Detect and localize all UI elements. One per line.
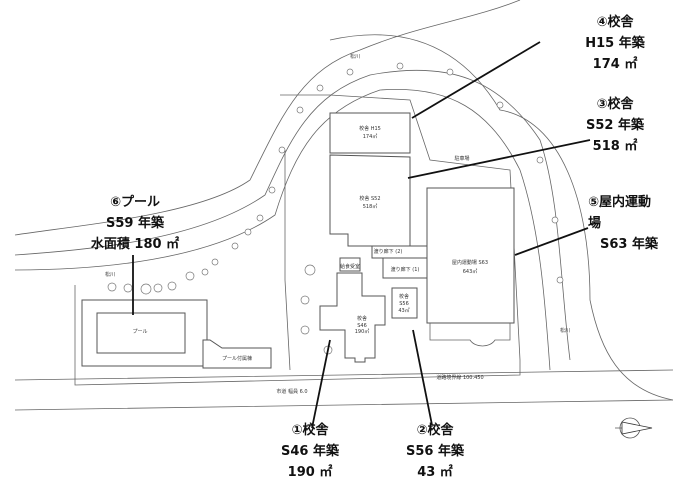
label-pool-annex: プール付属棟 [222,355,252,362]
building-h15 [329,112,411,154]
label-s46-area: 190㎡ [355,328,370,335]
callout-s46: ①校舎 S46 年築 190 ㎡ [281,423,339,480]
callout-s56: ②校舎 S56 年築 43 ㎡ [406,423,464,480]
label-s52-title: 校舎 S52 [359,195,380,202]
label-gym-title: 屋内運動場 S63 [452,259,488,266]
building-gym [426,187,515,324]
building-s52 [329,154,411,247]
north-arrow-icon [615,417,653,439]
label-pool: プール [132,329,147,335]
label-s46-title: 校舎 [357,315,367,322]
label-road: 市道 幅員 6.0 [276,388,307,395]
callout-gym: ⑤屋内運動 場 S63 年築 [588,195,658,252]
label-corridor2: 渡り廊下 (2) [374,248,403,255]
label-river-top: 松川 [350,53,360,60]
label-h15-title: 校舎 H15 [359,125,381,132]
label-s56-title: 校舎 [399,293,409,300]
corridor-1 [382,257,428,279]
building-s46 [319,272,386,363]
label-s52-area: 518㎡ [363,203,378,210]
label-boundary: 道路境界線 100.450 [436,374,483,381]
label-s56-area: 43㎡ [398,307,409,314]
label-river-left: 松川 [105,271,115,278]
road-edge [14,369,673,411]
river-banks [14,0,673,401]
pool [96,312,186,354]
label-river-right: 松川 [560,327,570,334]
label-s56-year: S56 [399,301,409,307]
trees [107,62,564,355]
label-corridor1: 渡り廊下 (1) [391,266,420,273]
callout-h15: ④校舎 H15 年築 174 ㎡ [585,15,645,72]
kitchen-room [339,257,361,272]
building-s56 [391,287,418,319]
label-kitchen: 給食受室 [340,263,360,270]
callout-s52: ③校舎 S52 年築 518 ㎡ [586,97,644,154]
callout-pool: ⑥プール S59 年築 水面積 180 ㎡ [90,195,180,252]
pool-annex [202,339,272,369]
label-h15-area: 174㎡ [363,133,378,140]
label-gym-area: 643㎡ [463,268,478,275]
label-s46-year: S46 [357,323,367,329]
leader-lines [132,41,591,429]
label-parking: 駐車場 [454,155,469,162]
